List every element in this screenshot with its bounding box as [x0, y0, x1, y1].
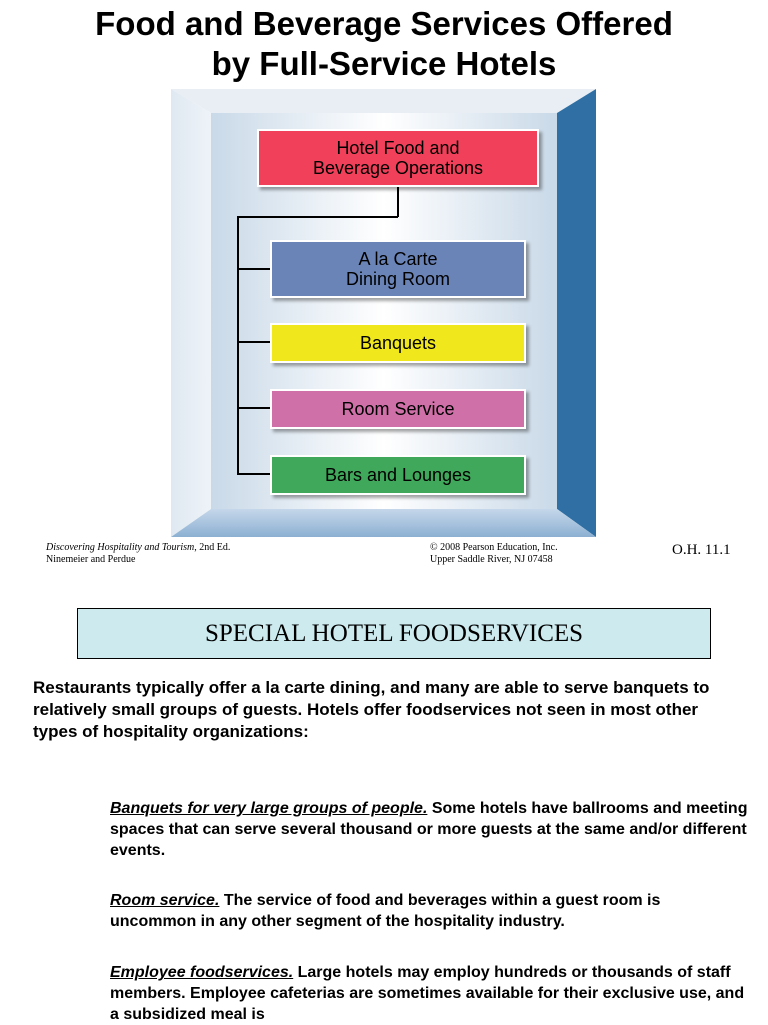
- org-box-room-service: Room Service: [270, 389, 526, 429]
- section-heading-text: SPECIAL HOTEL FOODSERVICES: [204, 619, 584, 647]
- list-item: Room service. The service of food and be…: [110, 890, 750, 932]
- org-chart-frame: Hotel Food and Beverage Operations A la …: [171, 89, 596, 537]
- org-box-banquets: Banquets: [270, 323, 526, 363]
- list-item: Employee foodservices. Large hotels may …: [110, 962, 750, 1025]
- book-title: Discovering Hospitality and Tourism: [46, 542, 195, 553]
- slide-number: O.H. 11.1: [672, 542, 731, 558]
- org-box-label-line-2: Dining Room: [345, 269, 451, 289]
- section-heading: SPECIAL HOTEL FOODSERVICES: [77, 608, 711, 659]
- org-box-label: Bars and Lounges: [324, 465, 472, 485]
- item-lead: Employee foodservices.: [110, 964, 294, 981]
- item-text: The service of food and beverages within…: [110, 892, 661, 930]
- intro-paragraph: Restaurants typically offer a la carte d…: [33, 678, 710, 741]
- item-text: Large hotels may employ hundreds or thou…: [110, 964, 745, 1023]
- org-chart-connectors: [237, 187, 399, 475]
- item-lead: Banquets for very large groups of people…: [110, 800, 428, 817]
- org-box-a-la-carte-dining-room: A la Carte Dining Room: [270, 240, 526, 298]
- book-edition: , 2nd Ed.: [194, 542, 231, 553]
- book-credit: Discovering Hospitality and Tourism, 2nd…: [46, 542, 230, 566]
- item-text: Some hotels have ballrooms and meeting s…: [110, 800, 748, 859]
- org-box-food-beverage-operations: Hotel Food and Beverage Operations: [257, 129, 539, 187]
- org-box-label-line-1: A la Carte: [358, 249, 438, 269]
- org-box-label: Room Service: [341, 399, 455, 419]
- org-box-label: Banquets: [359, 333, 437, 353]
- slide-title: Food and Beverage Services Offered by Fu…: [0, 4, 768, 84]
- list-item: Banquets for very large groups of people…: [110, 798, 750, 861]
- book-authors: Ninemeier and Perdue: [46, 554, 136, 565]
- slide-title-line-2: by Full-Service Hotels: [211, 45, 557, 82]
- publisher-line-1: © 2008 Pearson Education, Inc.: [430, 542, 558, 553]
- org-box-label-line-2: Beverage Operations: [312, 158, 484, 178]
- item-lead: Room service.: [110, 892, 220, 909]
- publisher-line-2: Upper Saddle River, NJ 07458: [430, 554, 553, 565]
- publisher-credit: © 2008 Pearson Education, Inc. Upper Sad…: [430, 542, 558, 566]
- org-box-bars-and-lounges: Bars and Lounges: [270, 455, 526, 495]
- slide-title-line-1: Food and Beverage Services Offered: [95, 5, 673, 42]
- org-box-label-line-1: Hotel Food and: [336, 138, 460, 158]
- frame-right-side: [557, 89, 596, 537]
